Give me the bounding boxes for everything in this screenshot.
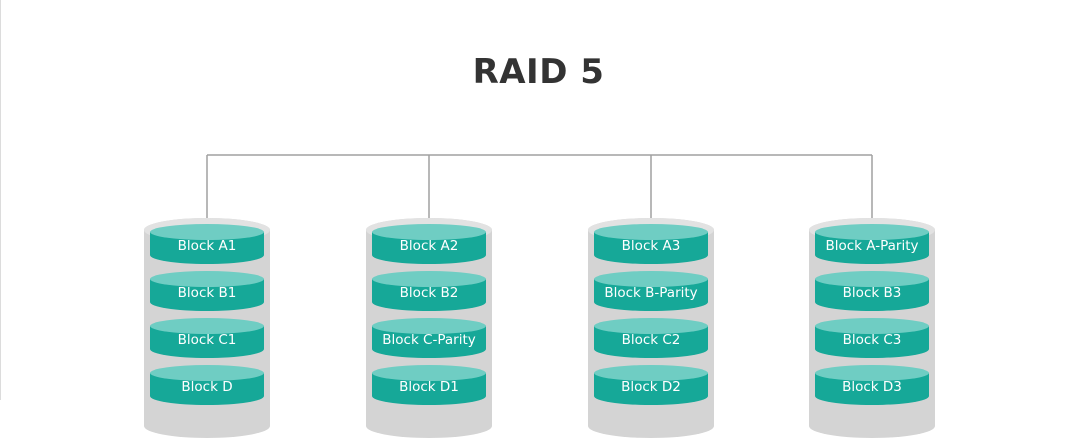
disk-block: Block C1 [150, 318, 264, 358]
disk-block: Block A3 [594, 224, 708, 264]
block-top [372, 224, 486, 240]
disk-block: Block D3 [815, 365, 929, 405]
block-label: Block C1 [177, 332, 237, 348]
disk-block: Block C3 [815, 318, 929, 358]
disk-block: Block C-Parity [372, 318, 486, 358]
block-top [815, 318, 929, 334]
block-top [594, 365, 708, 381]
block-label: Block B-Parity [604, 285, 698, 301]
block-top [594, 224, 708, 240]
diagram-title: RAID 5 [472, 52, 605, 92]
disk-3: Block A3 Block B-Parity Block C2 Block D… [588, 218, 714, 438]
disk-block: Block D2 [594, 365, 708, 405]
disk-block: Block B-Parity [594, 271, 708, 311]
block-top [372, 271, 486, 287]
disk-block: Block A-Parity [815, 224, 929, 264]
block-top [815, 271, 929, 287]
block-label: Block D2 [621, 379, 681, 395]
block-label: Block B1 [177, 285, 237, 301]
block-top [372, 365, 486, 381]
block-label: Block A2 [399, 238, 459, 254]
disk-block: Block C2 [594, 318, 708, 358]
block-top [150, 365, 264, 381]
block-label: Block D3 [842, 379, 902, 395]
disk-2: Block A2 Block B2 Block C-Parity Block D… [366, 218, 492, 438]
block-label: Block A-Parity [825, 238, 919, 254]
block-label: Block C3 [842, 332, 902, 348]
block-top [150, 318, 264, 334]
frame-edge [0, 0, 1, 400]
disk-block: Block B2 [372, 271, 486, 311]
block-top [150, 271, 264, 287]
disk-block: Block B3 [815, 271, 929, 311]
block-label: Block B2 [399, 285, 459, 301]
block-label: Block A3 [621, 238, 681, 254]
disk-block: Block D [150, 365, 264, 405]
disk-block: Block D1 [372, 365, 486, 405]
block-label: Block C2 [621, 332, 681, 348]
disk-4: Block A-Parity Block B3 Block C3 Block D… [809, 218, 935, 438]
block-label: Block D1 [399, 379, 459, 395]
block-top [150, 224, 264, 240]
block-label: Block B3 [842, 285, 902, 301]
block-top [372, 318, 486, 334]
block-top [815, 365, 929, 381]
block-label: Block A1 [177, 238, 237, 254]
block-label: Block C-Parity [382, 332, 476, 348]
block-label: Block D [181, 379, 233, 395]
disk-block: Block A1 [150, 224, 264, 264]
block-top [815, 224, 929, 240]
block-top [594, 318, 708, 334]
disk-block: Block B1 [150, 271, 264, 311]
block-top [594, 271, 708, 287]
disk-block: Block A2 [372, 224, 486, 264]
disk-1: Block A1 Block B1 Block C1 Block D [144, 218, 270, 438]
